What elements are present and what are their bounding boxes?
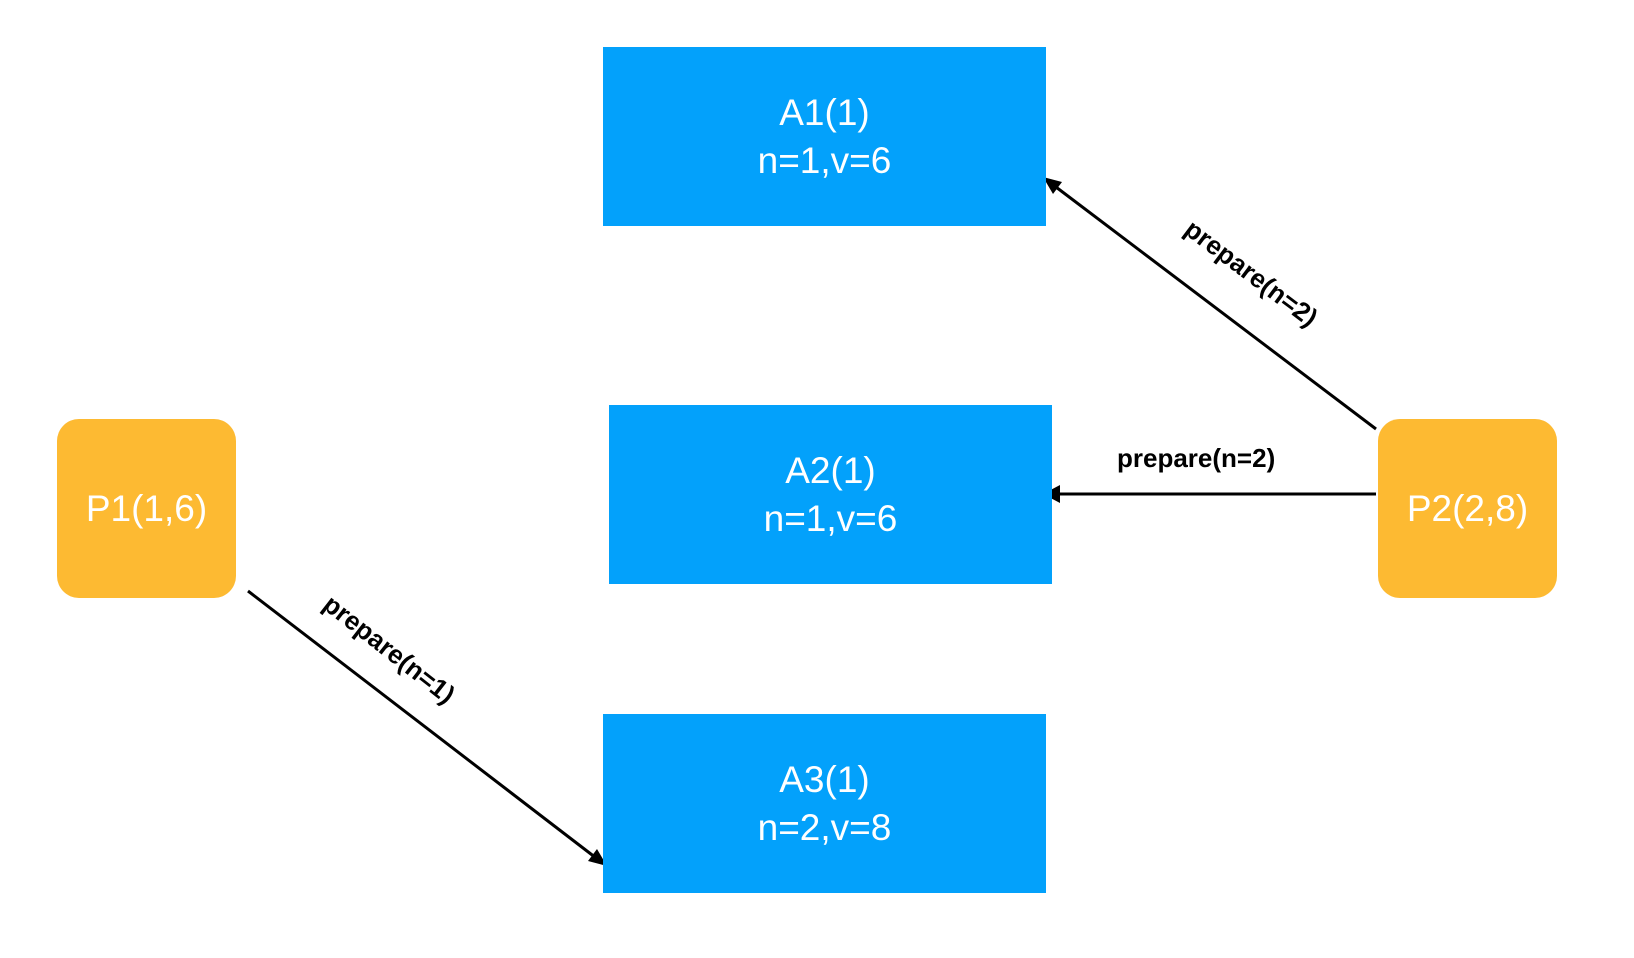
acceptor-a1-name: A1(1) xyxy=(779,91,870,133)
proposer-p1-name: P1(1,6) xyxy=(85,487,208,529)
acceptor-a2-state: n=1,v=6 xyxy=(763,497,898,539)
edge-p1-a3 xyxy=(247,589,601,863)
acceptor-a2: A2(1) n=1,v=6 xyxy=(609,405,1052,584)
acceptor-a2-name: A2(1) xyxy=(785,449,876,491)
acceptor-a1: A1(1) n=1,v=6 xyxy=(603,47,1046,226)
proposer-p2: P2(2,8) xyxy=(1378,419,1557,598)
acceptor-a3-name: A3(1) xyxy=(779,758,870,800)
edge-label-p2-a1: prepare(n=2) xyxy=(1179,213,1324,333)
edge-label-p1-a3: prepare(n=1) xyxy=(317,588,462,710)
acceptor-a1-state: n=1,v=6 xyxy=(757,139,892,181)
acceptor-a3: A3(1) n=2,v=8 xyxy=(603,714,1046,893)
proposer-p1: P1(1,6) xyxy=(57,419,236,598)
edge-p2-a1 xyxy=(1047,179,1377,431)
proposer-p2-name: P2(2,8) xyxy=(1406,487,1529,529)
acceptor-a3-state: n=2,v=8 xyxy=(757,806,892,848)
edge-label-p2-a2: prepare(n=2) xyxy=(1117,443,1276,473)
